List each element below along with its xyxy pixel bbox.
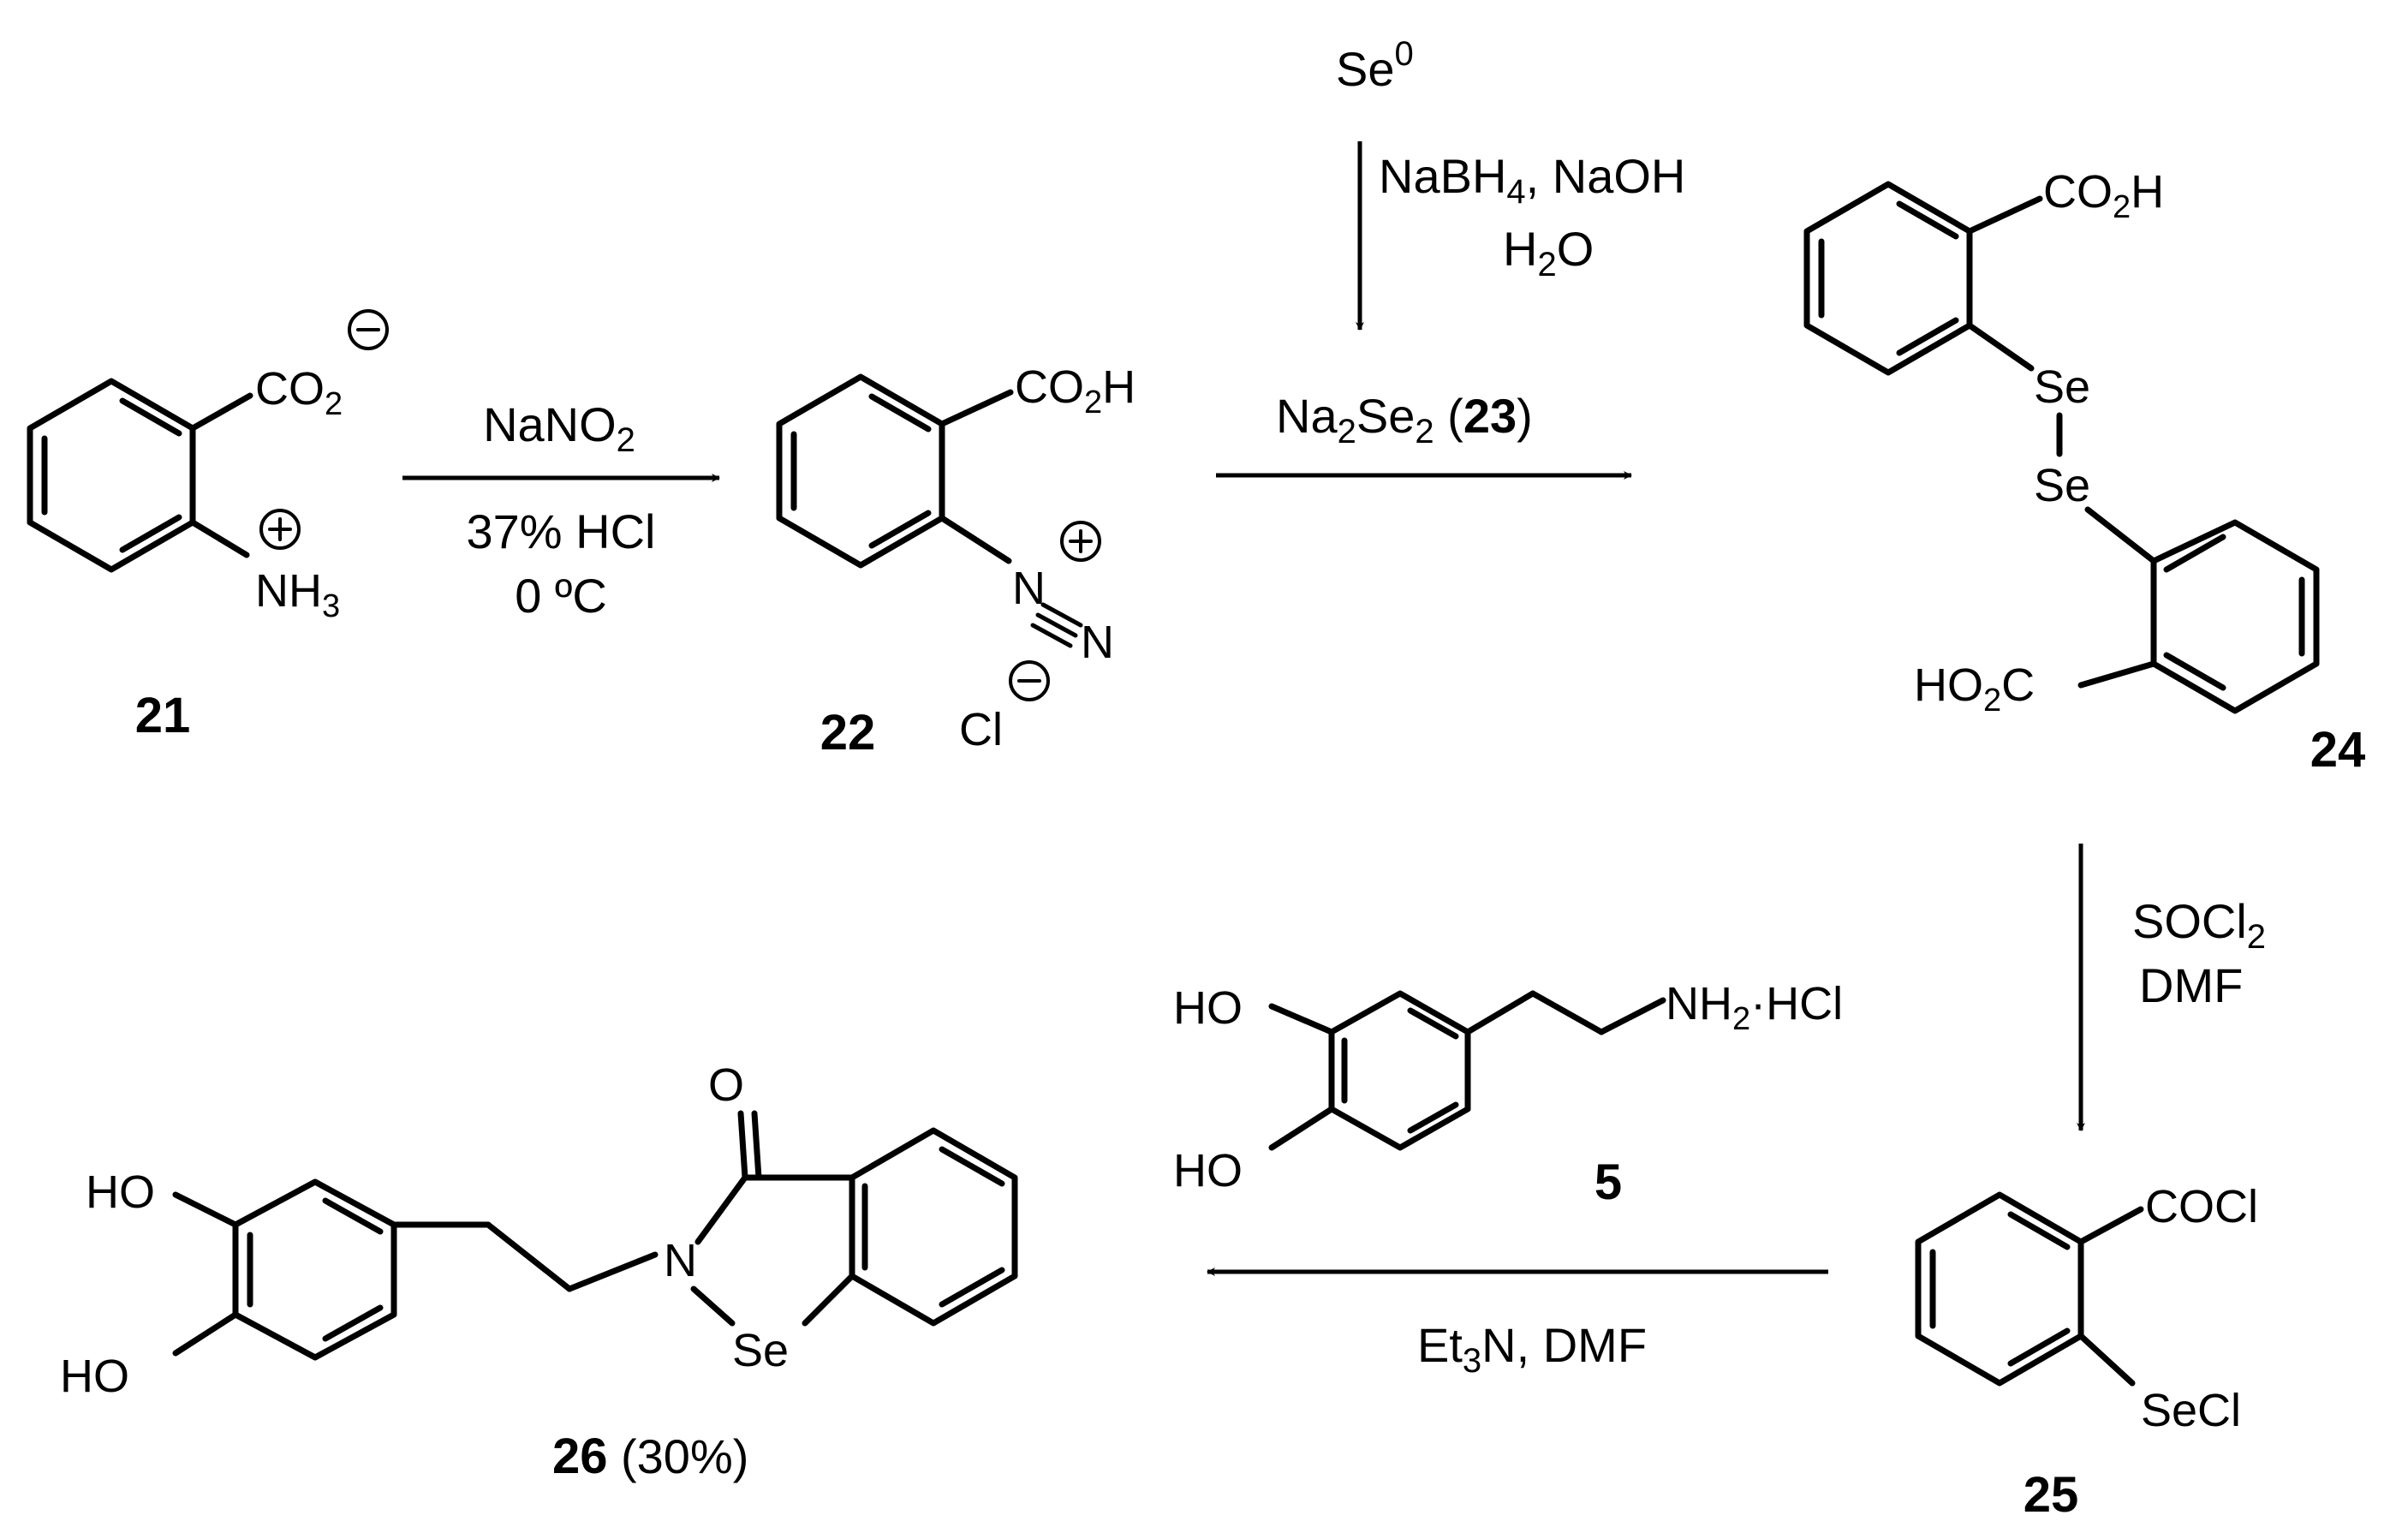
selenium-source: Se0 (1336, 35, 1414, 96)
hydroxyl-group-26a: HO (86, 1166, 155, 1218)
anion-charge-21 (348, 309, 389, 350)
triple-bond-22 (1030, 602, 1083, 648)
amine-hydrochloride-5: NH2·HCl (1666, 978, 1843, 1037)
reaction-arrow-3: SOCl2 DMF (2077, 844, 2266, 1131)
benzene-ring-5 (1268, 990, 1666, 1151)
benzene-ring-24-lower (2077, 506, 2320, 714)
selenium-atom-24a: Se (2034, 361, 2090, 413)
cation-charge-21 (259, 509, 301, 550)
compound-22: CO2H N N Cl 22 (776, 361, 1135, 761)
selenium-atom-24b: Se (2034, 460, 2090, 511)
reagent-na2se2: Na2Se2 (23) (1276, 389, 1533, 450)
benzene-ring-24-upper (1803, 181, 2043, 376)
reagent-dmf-3: DMF (2139, 958, 2243, 1012)
reaction-arrow-1: NaNO2 37% HCl 0 ºC (402, 397, 720, 623)
reagent-socl2: SOCl2 (2132, 894, 2266, 956)
anion-charge-22 (1009, 660, 1050, 701)
compound-24: CO2H Se Se HO2C 24 (1803, 166, 2366, 778)
compound-5: HO HO NH2·HCl 5 (1173, 978, 1843, 1210)
hydroxyl-group-5a: HO (1173, 982, 1243, 1034)
carboxylate-group-21: CO2 (255, 363, 343, 422)
reagent-et3n-dmf: Et3N, DMF (1417, 1318, 1647, 1380)
hydroxyl-group-26b: HO (60, 1351, 129, 1402)
benzene-ring-22 (776, 373, 1014, 569)
reagent-nabh4-naoh: NaBH4, NaOH (1379, 149, 1685, 211)
compound-number-21: 21 (135, 688, 191, 743)
chloride-ion: Cl (959, 704, 1003, 755)
benzene-ring-25 (1915, 1191, 2144, 1387)
cation-charge-22 (1060, 521, 1101, 562)
reagent-nano2: NaNO2 (483, 397, 635, 459)
reagent-temperature: 0 ºC (515, 569, 607, 623)
selenenyl-chloride-group-25: SeCl (2141, 1385, 2241, 1436)
reagent-water: H2O (1503, 222, 1594, 283)
acyl-chloride-group-25: COCl (2145, 1181, 2258, 1232)
yield-26: (30%) (621, 1429, 748, 1483)
reagent-hcl: 37% HCl (467, 504, 656, 558)
diazonium-n1: N (1012, 563, 1046, 614)
compound-number-25: 25 (2024, 1467, 2079, 1523)
selenium-atom-26: Se (732, 1325, 789, 1376)
compound-number-5: 5 (1594, 1154, 1622, 1210)
compound-number-26: 26 (552, 1429, 608, 1484)
catechol-ring-26 (172, 1178, 659, 1361)
compound-21: CO2 NH3 21 (27, 309, 389, 743)
hydroxyl-group-5b: HO (1173, 1145, 1243, 1196)
reaction-arrow-2: Na2Se2 (23) (1216, 389, 1632, 480)
selenium-reduction-step: Se0 NaBH4, NaOH H2O (1336, 35, 1685, 331)
compound-26: HO HO N O Se 26 (30%) (60, 1059, 1018, 1484)
benzene-ring-21 (27, 378, 253, 573)
carboxylic-acid-group-24a: CO2H (2043, 166, 2164, 225)
nitrogen-atom-26: N (664, 1235, 697, 1286)
carboxylic-acid-group-24b: HO2C (1914, 659, 2035, 719)
carbonyl-oxygen-26: O (708, 1059, 744, 1111)
compound-number-24: 24 (2310, 722, 2366, 778)
reaction-arrow-4: Et3N, DMF (1207, 1268, 1828, 1380)
compound-25: COCl SeCl 25 (1915, 1181, 2258, 1523)
ammonium-group-21: NH3 (255, 565, 340, 624)
benzisoselenazolone-ring-26 (690, 1110, 1018, 1327)
compound-number-22: 22 (820, 705, 876, 761)
carboxylic-acid-group-22: CO2H (1015, 361, 1135, 421)
diazonium-n2: N (1081, 617, 1114, 668)
